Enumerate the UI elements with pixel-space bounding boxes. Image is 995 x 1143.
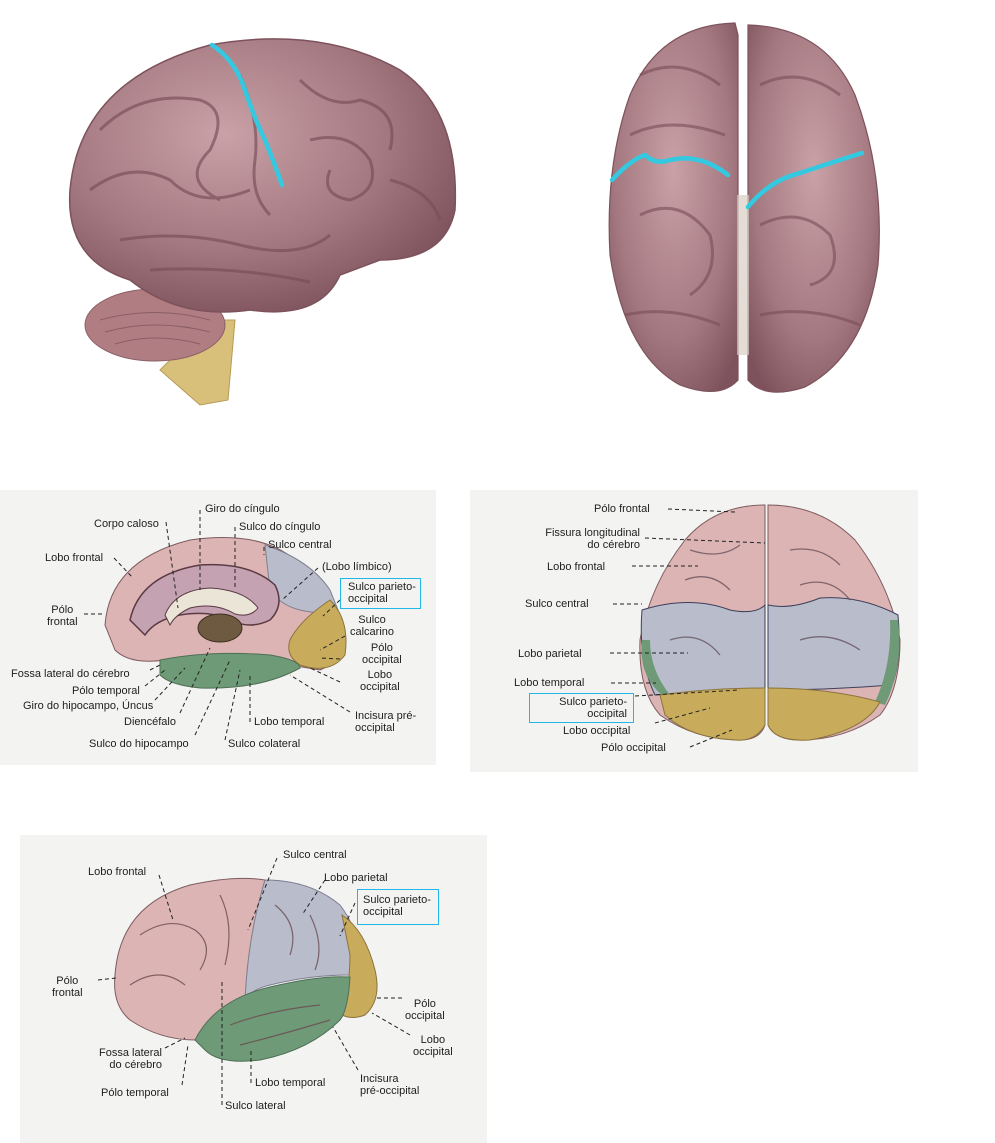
label-polo-occipital: Pólo occipital	[405, 998, 445, 1022]
label-polo-frontal: Pólo frontal	[52, 975, 83, 999]
label-sulco-hipocampo: Sulco do hipocampo	[89, 738, 189, 750]
label-lobo-occipital: Lobo occipital	[413, 1034, 453, 1058]
label-polo-temporal: Pólo temporal	[101, 1087, 169, 1099]
highlight-box-sulco-parieto-occipital	[340, 578, 421, 609]
lateral-view-panel: Sulco central Lobo frontal Lobo parietal…	[20, 835, 487, 1143]
label-diencefalo: Diencéfalo	[124, 716, 176, 728]
label-polo-frontal: Pólo frontal	[594, 503, 650, 515]
label-incisura-pre-occipital: Incisura pré- occipital	[355, 710, 417, 734]
label-fossa-lateral: Fossa lateral do cérebro	[99, 1047, 162, 1071]
medial-view-panel: Giro do cíngulo Corpo caloso Sulco do cí…	[0, 490, 436, 765]
label-sulco-central: Sulco central	[268, 539, 332, 551]
label-fossa-lateral: Fossa lateral do cérebro	[11, 668, 130, 680]
central-sulcus-highlight-left	[609, 152, 731, 183]
label-sulco-parieto-occipital: Sulco parieto- occipital	[559, 696, 627, 720]
label-lobo-temporal: Lobo temporal	[255, 1077, 326, 1089]
label-lobo-occipital: Lobo occipital	[563, 725, 631, 737]
label-lobo-temporal: Lobo temporal	[254, 716, 325, 728]
label-sulco-calcarino: Sulco calcarino	[350, 614, 395, 638]
label-sulco-cingulo: Sulco do cíngulo	[239, 521, 321, 533]
label-corpo-caloso: Corpo caloso	[94, 518, 159, 530]
label-lobo-frontal: Lobo frontal	[45, 552, 104, 564]
label-sulco-central: Sulco central	[525, 598, 589, 610]
label-giro-hipocampo: Giro do hipocampo, Úncus	[23, 700, 154, 712]
label-lobo-occipital: Lobo occipital	[360, 669, 400, 693]
label-sulco-parieto-occipital: Sulco parieto- occipital	[363, 894, 431, 918]
label-sulco-lateral: Sulco lateral	[225, 1100, 286, 1112]
label-sulco-central: Sulco central	[283, 849, 347, 861]
central-sulcus-highlight	[209, 42, 285, 188]
label-sulco-colateral: Sulco colateral	[228, 738, 301, 750]
label-polo-occipital: Pólo occipital	[362, 642, 402, 666]
label-polo-frontal: Pólo frontal	[47, 604, 78, 628]
superior-view-panel: Pólo frontal Fissura longitudinal do cér…	[470, 490, 918, 772]
label-incisura-pre-occipital: Incisura pré-occipital	[360, 1073, 420, 1097]
superior-3d-brain-image	[600, 15, 890, 400]
highlight-box-sulco-parieto-occipital	[529, 693, 634, 723]
highlight-box-sulco-parieto-occipital	[357, 889, 439, 925]
label-lobo-temporal: Lobo temporal	[514, 677, 585, 689]
label-sulco-parieto-occipital: Sulco parieto- occipital	[348, 581, 416, 605]
central-sulcus-highlight-right	[745, 150, 865, 210]
label-giro-cingulo: Giro do cíngulo	[205, 503, 280, 515]
label-lobo-parietal: Lobo parietal	[518, 648, 582, 660]
label-lobo-parietal: Lobo parietal	[324, 872, 388, 884]
label-fissura-longitudinal: Fissura longitudinal do cérebro	[545, 527, 640, 551]
label-lobo-frontal: Lobo frontal	[88, 866, 147, 878]
label-lobo-frontal: Lobo frontal	[547, 561, 606, 573]
label-polo-temporal: Pólo temporal	[72, 685, 140, 697]
label-polo-occipital: Pólo occipital	[601, 742, 666, 754]
lateral-3d-brain-image	[60, 20, 460, 420]
label-lobo-limbico: (Lobo límbico)	[322, 561, 392, 573]
